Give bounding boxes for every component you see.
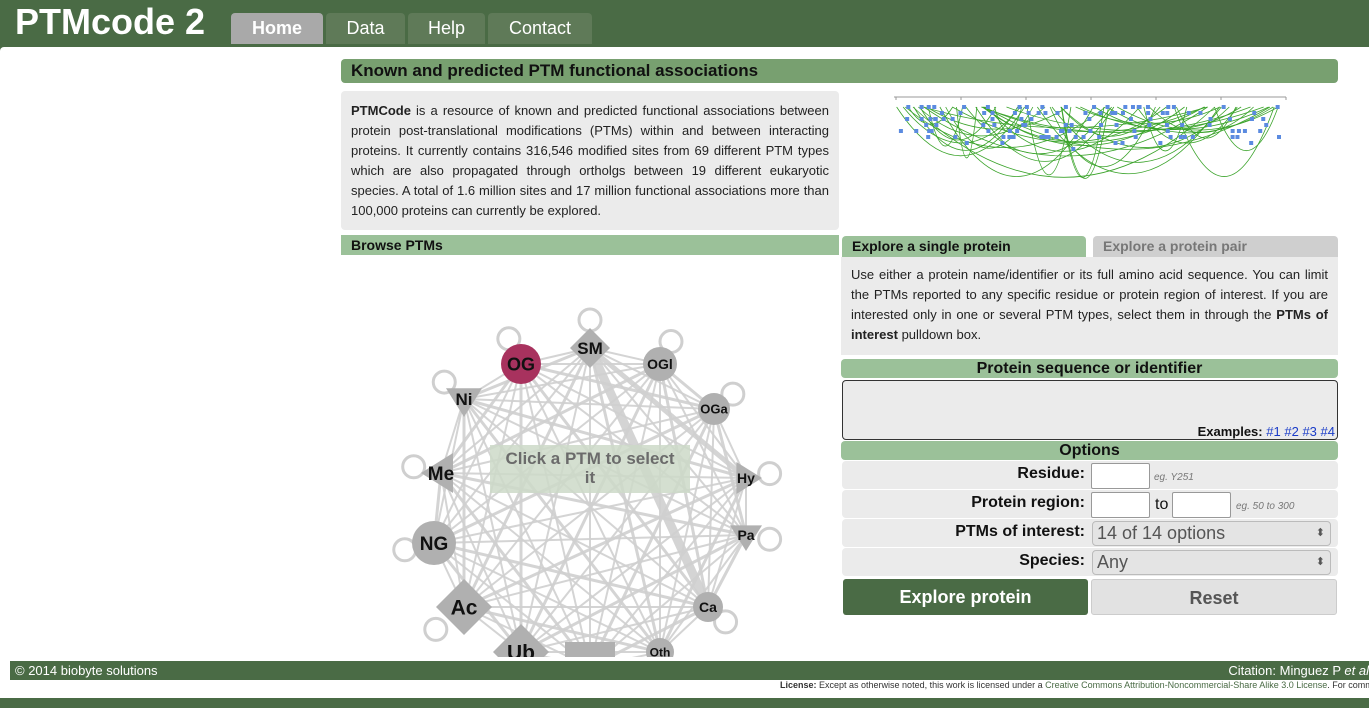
ptm-node-ph[interactable]: Ph: [565, 642, 615, 657]
desc-bold: PTMs of interest: [851, 307, 1328, 342]
copyright: © 2014 biobyte solutions: [15, 663, 158, 678]
region-row: Protein region: to eg. 50 to 300: [842, 490, 1338, 518]
license-post: . For comm: [1327, 680, 1369, 690]
species-select[interactable]: Any: [1092, 550, 1331, 575]
citation-em: et al: [1344, 663, 1369, 678]
example-link-3[interactable]: #3: [1302, 424, 1317, 439]
tab-explore-single-protein[interactable]: Explore a single protein: [842, 236, 1086, 257]
ptm-node-oth[interactable]: Oth: [646, 638, 674, 657]
center-hint-box: [490, 445, 690, 493]
ptm-node-label: OGl: [647, 356, 673, 372]
options-title: Options: [841, 441, 1338, 460]
explore-description: Use either a protein name/identifier or …: [841, 257, 1338, 355]
ptm-node-pa[interactable]: Pa: [730, 525, 762, 551]
license-text: Except as otherwise noted, this work is …: [816, 680, 1046, 690]
page-content: Known and predicted PTM functional assoc…: [0, 47, 1369, 698]
region-to-label: to: [1155, 496, 1169, 513]
example-link-1[interactable]: #1: [1266, 424, 1281, 439]
ptms-row: PTMs of interest: 14 of 14 options: [842, 519, 1338, 547]
ptm-node-label: Me: [428, 464, 454, 485]
browse-ptms-header: Browse PTMs: [341, 235, 839, 255]
reset-button[interactable]: Reset: [1091, 579, 1337, 615]
sequence-input[interactable]: Examples: #1 #2 #3 #4: [842, 380, 1338, 440]
license: License: Except as otherwise noted, this…: [780, 680, 1369, 690]
ptm-node-label: OG: [507, 354, 535, 374]
ptm-node-label: Hy: [737, 470, 755, 486]
ptm-node-sm[interactable]: SM: [570, 328, 610, 368]
ptm-node-label: Ub: [507, 642, 535, 657]
ptm-node-label: Ni: [456, 390, 473, 409]
example-link-2[interactable]: #2: [1284, 424, 1299, 439]
footer: © 2014 biobyte solutions Citation: Mingu…: [10, 661, 1369, 680]
example-link-4[interactable]: #4: [1320, 424, 1335, 439]
citation-text: Citation: Minguez P: [1228, 663, 1345, 678]
ptms-label: PTMs of interest:: [955, 523, 1085, 540]
intro-brand: PTMCode: [351, 103, 411, 118]
region-label: Protein region:: [971, 494, 1085, 511]
ptm-node-label: OGa: [700, 402, 728, 417]
tab-contact[interactable]: Contact: [488, 13, 592, 44]
ptm-node-ca[interactable]: Ca: [693, 592, 723, 622]
citation: Citation: Minguez P et al: [1228, 661, 1369, 680]
examples-label: Examples:: [1197, 424, 1263, 439]
ptm-node-ng[interactable]: NG: [412, 521, 456, 565]
ptm-network-thumbnail: [894, 96, 1287, 179]
desc-pre: Use either a protein name/identifier or …: [851, 267, 1328, 322]
residue-input[interactable]: [1091, 463, 1150, 489]
residue-label: Residue:: [1017, 465, 1085, 482]
ptm-node-label: NG: [420, 534, 449, 555]
sequence-title: Protein sequence or identifier: [841, 359, 1338, 378]
site-logo[interactable]: PTMcode 2: [15, 1, 206, 42]
tab-data[interactable]: Data: [326, 13, 405, 44]
residue-hint: eg. Y251: [1154, 472, 1194, 483]
examples: Examples: #1 #2 #3 #4: [1198, 424, 1335, 439]
region-start-input[interactable]: [1091, 492, 1150, 518]
tab-home[interactable]: Home: [231, 13, 323, 44]
header: PTMcode 2 Home Data Help Contact: [0, 0, 1369, 44]
residue-row: Residue: eg. Y251: [842, 461, 1338, 489]
ptm-node-label: SM: [577, 339, 603, 358]
species-row: Species: Any: [842, 548, 1338, 576]
ptm-node-label: Ph: [575, 654, 604, 657]
ptm-node-me[interactable]: Me: [421, 453, 454, 493]
intro-text: PTMCode is a resource of known and predi…: [341, 91, 839, 230]
ptm-node-ub[interactable]: Ub: [493, 624, 549, 657]
intro-body: is a resource of known and predicted fun…: [351, 103, 829, 218]
desc-post: pulldown box.: [897, 327, 982, 342]
region-end-input[interactable]: [1172, 492, 1231, 518]
explore-protein-button[interactable]: Explore protein: [843, 579, 1088, 615]
species-label: Species:: [1019, 552, 1085, 569]
license-label: License:: [780, 680, 817, 690]
tab-explore-protein-pair[interactable]: Explore a protein pair: [1093, 236, 1338, 257]
ptm-node-ogl[interactable]: OGl: [643, 347, 677, 381]
ptm-node-oga[interactable]: OGa: [698, 393, 730, 425]
region-hint: eg. 50 to 300: [1236, 501, 1295, 512]
ptm-node-label: Pa: [737, 527, 754, 543]
tab-help[interactable]: Help: [408, 13, 485, 44]
ptm-node-label: Ca: [699, 599, 717, 615]
ptm-node-label: Oth: [650, 645, 671, 657]
ptm-node-ni[interactable]: Ni: [446, 388, 482, 417]
ptm-node-ac[interactable]: Ac: [436, 579, 492, 635]
ptm-node-label: Ac: [451, 597, 478, 620]
ptm-node-og[interactable]: OG: [501, 344, 541, 384]
license-link[interactable]: Creative Commons Attribution-Noncommerci…: [1045, 680, 1328, 690]
page-title: Known and predicted PTM functional assoc…: [341, 59, 1338, 83]
ptm-node-hy[interactable]: Hy: [736, 462, 762, 494]
ptms-select[interactable]: 14 of 14 options: [1092, 521, 1331, 546]
